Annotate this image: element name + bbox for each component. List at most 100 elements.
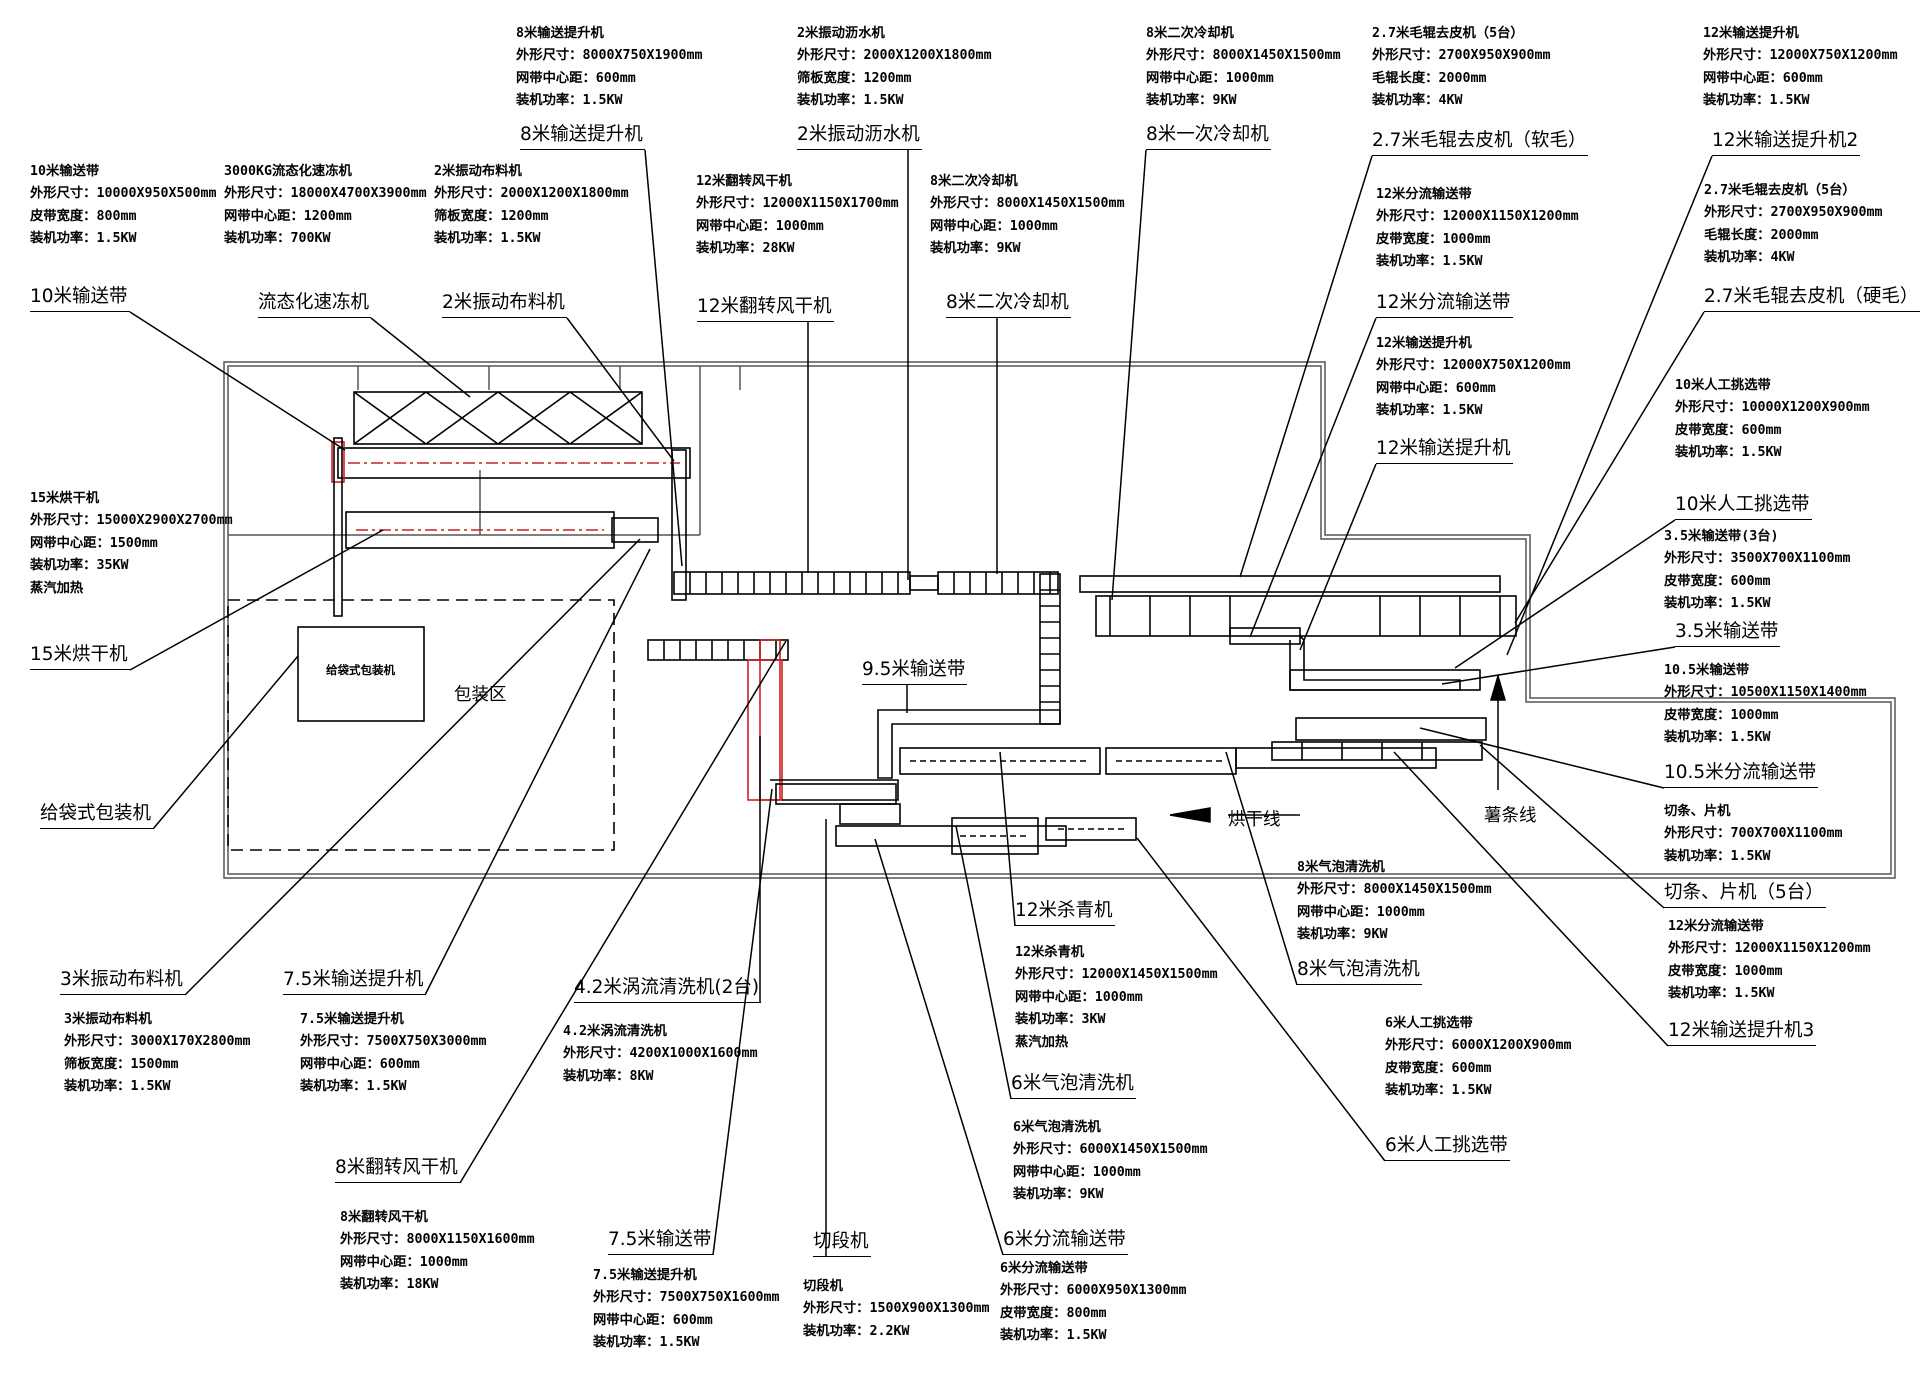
spec-line: 筛板宽度：1200mm: [797, 70, 912, 86]
callout-label: 7.5米输送带: [608, 1225, 714, 1255]
spec-line: 外形尺寸：1500X900X1300mm: [803, 1301, 990, 1317]
callout-label: 流态化速冻机: [258, 288, 372, 318]
spec-line: 外形尺寸：10500X1150X1400mm: [1664, 685, 1867, 701]
callout-label: 6米人工挑选带: [1385, 1131, 1510, 1161]
callout-label: 7.5米输送提升机: [283, 965, 426, 995]
spec-line: 装机功率：8KW: [563, 1068, 654, 1084]
spec-line: 外形尺寸：8000X1150X1600mm: [340, 1232, 535, 1248]
spec-line: 网带中心距：1000mm: [1297, 904, 1425, 920]
leader-line: [1249, 317, 1377, 638]
leader-line: [1506, 155, 1713, 656]
spec-title: 12米分流输送带: [1668, 919, 1764, 934]
callout-label: 8米一次冷却机: [1146, 120, 1271, 150]
spec-line: 网带中心距：600mm: [1703, 70, 1823, 86]
spec-line: 装机功率：1.5KW: [1000, 1328, 1107, 1344]
spec-line: 网带中心距：600mm: [300, 1056, 420, 1072]
spec-line: 装机功率：1.5KW: [1675, 445, 1782, 461]
spec-line: 装机功率：3KW: [1015, 1012, 1106, 1028]
spec-line: 蒸汽加热: [1015, 1034, 1069, 1050]
spec-line: 外形尺寸：700X700X1100mm: [1664, 826, 1843, 842]
callout-label: 2.7米毛辊去皮机（软毛）: [1372, 126, 1589, 156]
leader-line: [874, 838, 1004, 1256]
callout-label: 12米输送提升机2: [1712, 126, 1861, 156]
spec-block: 3.5米输送带(3台) 外形尺寸：3500X700X1100mm 皮带宽度：600m…: [1664, 526, 1851, 616]
spec-title: 4.2米涡流清洗机: [563, 1024, 667, 1039]
spec-line: 网带中心距：1000mm: [1015, 989, 1143, 1005]
spec-title: 15米烘干机: [30, 491, 100, 506]
leader-line: [1239, 155, 1373, 578]
spec-title: 3.5米输送带(3台): [1664, 529, 1779, 544]
callout-label: 8米二次冷却机: [946, 288, 1071, 318]
spec-line: 装机功率：9KW: [1146, 93, 1237, 109]
spec-line: 外形尺寸：6000X1200X900mm: [1385, 1038, 1572, 1054]
callout-label: 6米气泡清洗机: [1011, 1069, 1136, 1099]
spec-line: 外形尺寸：12000X1150X1200mm: [1376, 209, 1579, 225]
spec-line: 装机功率：2.2KW: [803, 1323, 910, 1339]
callout-label: 6米分流输送带: [1003, 1225, 1128, 1255]
spec-line: 皮带宽度：600mm: [1385, 1060, 1492, 1076]
callout-label: 12米翻转风干机: [697, 292, 834, 322]
drying-line-label: 烘干线: [1228, 810, 1281, 830]
spec-line: 外形尺寸：10000X950X500mm: [30, 186, 217, 202]
leader-line: [1441, 646, 1676, 685]
callout-label: 8米翻转风干机: [335, 1153, 460, 1183]
spec-title: 10米输送带: [30, 164, 100, 179]
spec-line: 装机功率：9KW: [930, 241, 1021, 257]
leader-line: [184, 538, 641, 996]
spec-title: 8米二次冷却机: [930, 174, 1018, 189]
spec-line: 外形尺寸：4200X1000X1600mm: [563, 1046, 758, 1062]
spec-line: 装机功率：9KW: [1297, 927, 1388, 943]
callout-label: 4.2米涡流清洗机(2台): [574, 973, 762, 1003]
leader-line: [129, 529, 384, 671]
spec-line: 装机功率：1.5KW: [797, 93, 904, 109]
leader-line: [152, 655, 299, 830]
leader-line: [999, 751, 1016, 927]
leader-line: [1419, 727, 1665, 789]
spec-title: 8米气泡清洗机: [1297, 860, 1385, 875]
spec-line: 装机功率：28KW: [696, 241, 795, 257]
callout-label: 12米分流输送带: [1376, 288, 1513, 318]
spec-title: 10米人工挑选带: [1675, 378, 1771, 393]
callout-label: 切段机: [813, 1227, 871, 1257]
leader-line: [644, 149, 683, 567]
spec-title: 3000KG流态化速冻机: [224, 164, 352, 179]
leader-line: [1136, 837, 1386, 1162]
dryer-15m: [333, 437, 659, 617]
spec-line: 网带中心距：600mm: [593, 1312, 713, 1328]
callout-label: 12米杀青机: [1015, 896, 1115, 926]
spec-line: 外形尺寸：6000X950X1300mm: [1000, 1283, 1187, 1299]
spec-line: 外形尺寸：12000X1150X1700mm: [696, 196, 899, 212]
spec-title: 6米分流输送带: [1000, 1261, 1088, 1276]
spec-line: 装机功率：1.5KW: [1385, 1083, 1492, 1099]
spec-line: 外形尺寸：18000X4700X3900mm: [224, 186, 427, 202]
leader-line: [1299, 463, 1377, 651]
callout-label: 9.5米输送带: [862, 655, 968, 685]
spec-line: 装机功率：4KW: [1704, 250, 1795, 266]
spec-line: 装机功率：18KW: [340, 1277, 439, 1293]
spec-line: 皮带宽度：1000mm: [1664, 707, 1779, 723]
spec-line: 装机功率：1.5KW: [1376, 403, 1483, 419]
spec-line: 外形尺寸：3500X700X1100mm: [1664, 551, 1851, 567]
spec-line: 筛板宽度：1500mm: [64, 1056, 179, 1072]
spec-line: 网带中心距：600mm: [1376, 380, 1496, 396]
spec-line: 皮带宽度：600mm: [1664, 573, 1771, 589]
leader-line: [370, 317, 471, 398]
spec-line: 筛板宽度：1200mm: [434, 208, 549, 224]
spec-line: 网带中心距：1000mm: [340, 1254, 468, 1270]
spec-block: 4.2米涡流清洗机外形尺寸：4200X1000X1600mm 装机功率：8KW: [563, 1021, 758, 1088]
